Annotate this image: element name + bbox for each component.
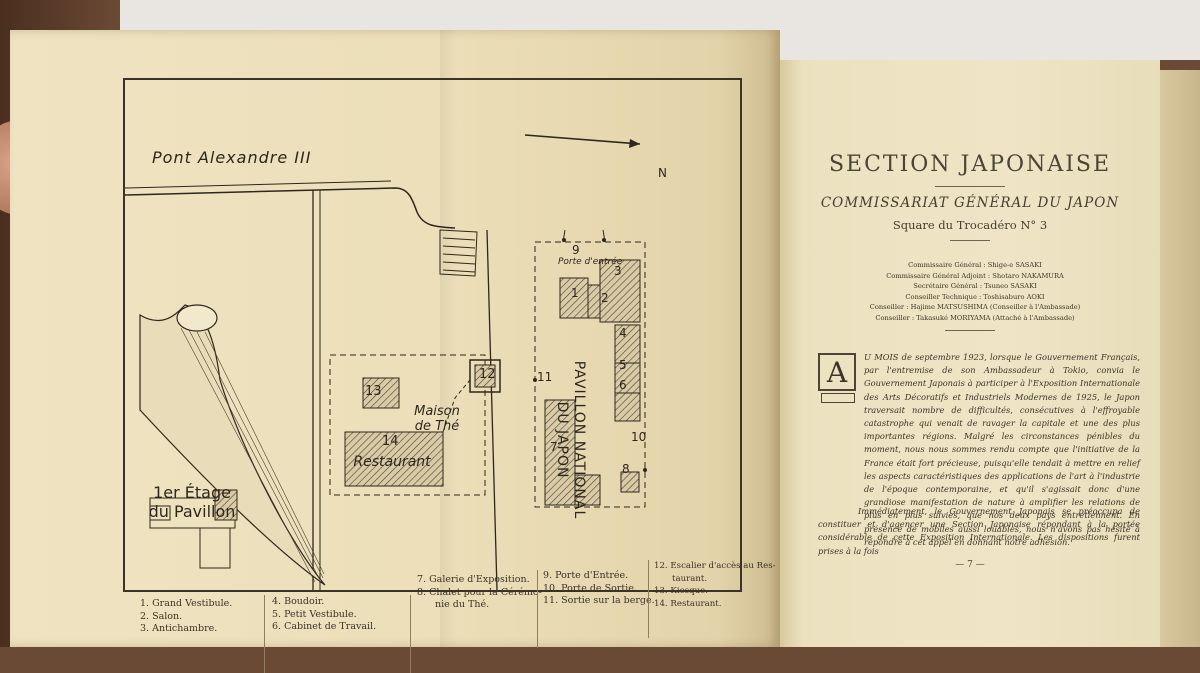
staff-line: Secrétaire Général : Tsuneo SASAKI (913, 282, 1037, 290)
pavillon-line-1: PAVILLON NATIONAL (571, 360, 587, 520)
map-number-10: 10 (631, 430, 647, 444)
north-label: N (658, 166, 667, 180)
staff-line: Conseiller : Hajime MATSUSHIMA (Conseill… (869, 303, 1081, 311)
book-edge (1160, 70, 1200, 647)
legend-item: 4. Boudoir. (272, 596, 325, 607)
left-page: Pont Alexandre III 1er Étage du Pavillon… (10, 30, 780, 673)
site-map-drawing (125, 134, 647, 590)
map-number-2: 2 (601, 291, 609, 305)
commissariat-subtitle: COMMISSARIAT GÉNÉRAL DU JAPON (820, 195, 1120, 211)
legend-divider (648, 560, 649, 638)
maison-de-the-label: Maison de Thé (402, 404, 472, 434)
map-number-5: 5 (619, 358, 627, 372)
first-floor-line-1: 1er Étage (153, 483, 231, 502)
paragraph-1-head: U MOIS de septembre 1923, lorsque le Gou… (864, 351, 1140, 549)
legend-divider (264, 595, 265, 673)
map-number-14: 14 (382, 434, 399, 449)
map-number-4: 4 (619, 326, 627, 340)
legend-item: 1. Grand Vestibule. (140, 598, 233, 609)
section-title: SECTION JAPONAISE (828, 152, 1112, 177)
first-floor-line-2: du Pavillon (148, 502, 236, 521)
legend-item: 11. Sortie sur la berge. (543, 595, 655, 606)
drop-cap: A (818, 353, 856, 391)
staff-list: Commissaire Général : Shige-e SASAKI Com… (820, 260, 1130, 323)
legend-item: 13. Kiosque. (654, 586, 709, 596)
map-number-7: 7 (550, 440, 558, 454)
staff-line: Conseiller : Takasuké MORIYAMA (Attaché … (875, 313, 1075, 322)
staff-rule (945, 330, 995, 331)
paragraph-1: U MOIS de septembre 1923, lorsque le Gou… (864, 352, 1140, 547)
pont-alexandre-label: Pont Alexandre III (152, 148, 312, 167)
legend-col-4: 9. Porte d'Entrée. 10. Porte de Sortie. … (543, 570, 655, 608)
drop-cap-ornament (821, 393, 855, 403)
legend-divider (410, 595, 411, 673)
map-number-12: 12 (479, 367, 496, 382)
map-number-6: 6 (619, 378, 627, 392)
legend-col-3: 7. Galerie d'Exposition. 8. Chalet pour … (417, 574, 542, 612)
legend-item: nie du Thé. (435, 599, 490, 610)
map-number-1: 1 (571, 286, 579, 300)
legend-col-1: 1. Grand Vestibule. 2. Salon. 3. Anticha… (140, 598, 232, 636)
map-number-13: 13 (365, 384, 382, 399)
legend-col-5: 12. Escalier d'accès au Res- taurant. 13… (654, 560, 776, 610)
maison-line-1: Maison (414, 404, 460, 419)
map-number-11: 11 (537, 370, 553, 384)
porte-entree-label: Porte d'entrée (558, 257, 623, 267)
map-number-9: 9 (572, 243, 580, 257)
paragraph-2-text: Immédiatement, le Gouvernement Japonais … (818, 506, 1140, 556)
address-rule (950, 240, 990, 241)
restaurant-label: Restaurant (353, 454, 431, 470)
legend-col-2: 4. Boudoir. 5. Petit Vestibule. 6. Cabin… (272, 596, 376, 634)
first-floor-label: 1er Étage du Pavillon (142, 483, 242, 521)
legend-item: taurant. (672, 573, 708, 584)
legend-item: 12. Escalier d'accès au Res- (654, 561, 776, 571)
maison-line-2: de Thé (414, 419, 460, 434)
fold-crease (440, 30, 458, 647)
page-number: — 7 — (955, 560, 985, 570)
legend-item: 10. Porte de Sortie. (543, 582, 637, 594)
pavillon-label: PAVILLON NATIONAL DU JAPON (553, 355, 587, 525)
title-rule (935, 186, 1005, 187)
legend-item: 8. Chalet pour la Cérémo- (417, 586, 542, 598)
legend-item: 9. Porte d'Entrée. (543, 570, 629, 581)
right-page: SECTION JAPONAISE COMMISSARIAT GÉNÉRAL D… (780, 60, 1160, 647)
address-line: Square du Trocadéro N° 3 (892, 218, 1048, 232)
legend-item: 7. Galerie d'Exposition. (417, 574, 530, 585)
paragraph-2: Immédiatement, le Gouvernement Japonais … (818, 505, 1140, 558)
legend-item: 2. Salon. (140, 610, 183, 622)
legend-item: 3. Antichambre. (140, 623, 218, 634)
legend-item: 14. Restaurant. (654, 598, 722, 609)
legend-item: 6. Cabinet de Travail. (272, 621, 377, 632)
legend-divider (537, 570, 538, 648)
legend-item: 5. Petit Vestibule. (272, 608, 357, 620)
map-number-8: 8 (622, 462, 630, 476)
map-number-3: 3 (614, 264, 622, 278)
site-map (123, 78, 742, 592)
staff-line: Commissaire Général Adjoint : Shotaro NA… (886, 271, 1064, 280)
staff-line: Commissaire Général : Shige-e SASAKI (908, 261, 1042, 269)
staff-line: Conseiller Technique : Toshisaburo AOKI (905, 292, 1045, 301)
